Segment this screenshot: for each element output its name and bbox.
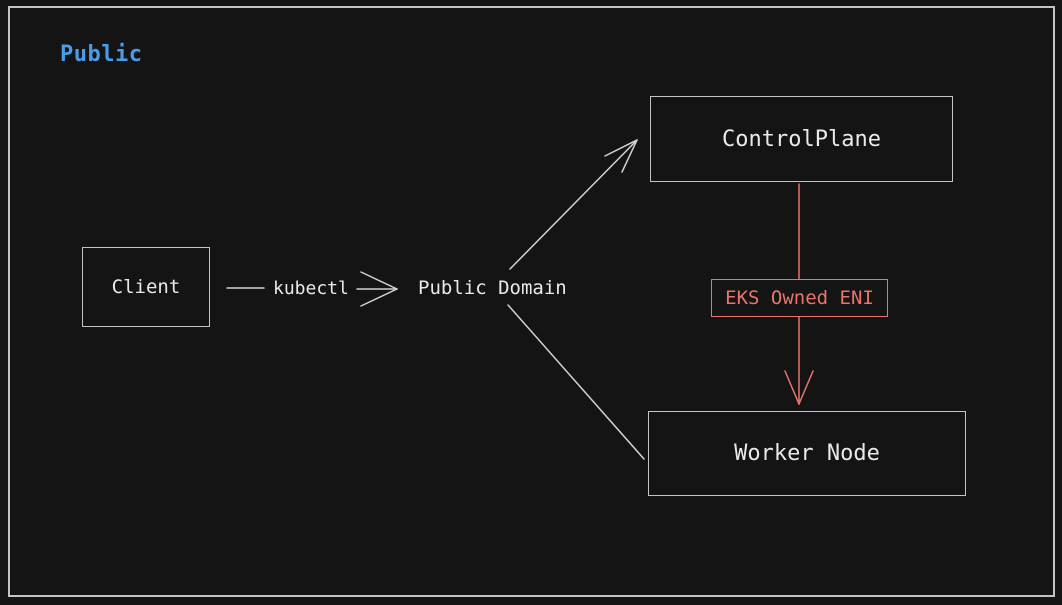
node-client: Client: [82, 247, 210, 327]
eks-eni-arrowhead-left: [784, 370, 800, 405]
kubectl-arrowhead-upper: [360, 271, 398, 290]
edge-label-public-domain: Public Domain: [418, 277, 567, 299]
node-worker-node: Worker Node: [648, 411, 966, 496]
controlplane-arrowhead-b: [621, 139, 638, 173]
node-worker-node-label: Worker Node: [734, 441, 880, 466]
node-control-plane: ControlPlane: [650, 96, 953, 182]
node-client-label: Client: [111, 276, 181, 298]
eks-eni-arrowhead-right: [798, 370, 814, 405]
edge-label-eks-owned-eni: EKS Owned ENI: [725, 287, 874, 309]
controlplane-edge-line: [509, 139, 638, 270]
node-control-plane-label: ControlPlane: [722, 126, 881, 152]
diagram-outer-frame: [8, 6, 1055, 597]
workernode-edge-line: [507, 304, 645, 460]
kubectl-arrowhead-lower: [360, 288, 398, 307]
public-zone-label: Public: [60, 42, 143, 67]
controlplane-arrowhead-a: [604, 139, 638, 157]
edge-label-eks-owned-eni-box: EKS Owned ENI: [711, 279, 888, 317]
edge-label-kubectl: kubectl: [273, 278, 349, 299]
